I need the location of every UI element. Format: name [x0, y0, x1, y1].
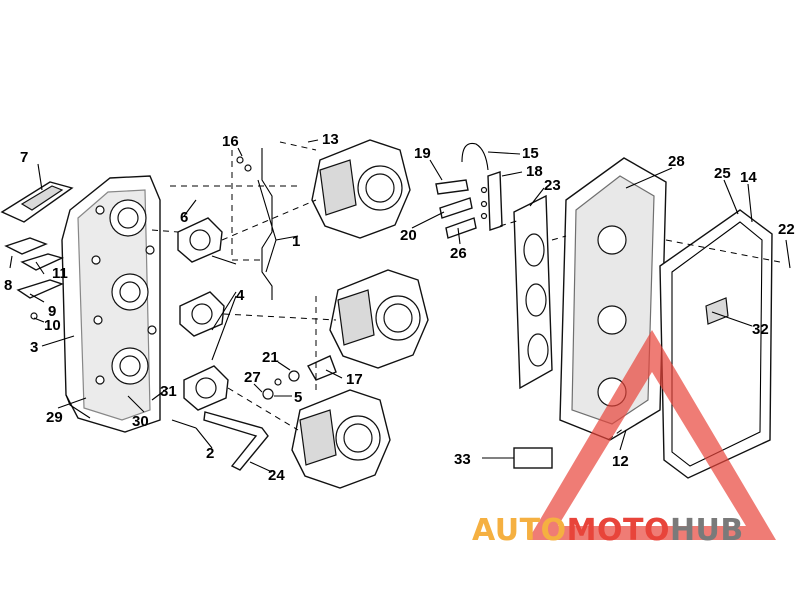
callout-28: 28: [668, 153, 685, 170]
alignment-lines: [151, 141, 781, 441]
callout-24: 24: [268, 467, 285, 484]
callout-25: 25: [714, 165, 731, 182]
callout-1: 1: [292, 233, 300, 250]
watermark-auto: AUTO: [472, 513, 567, 548]
watermark-moto: MOTO: [567, 513, 670, 548]
watermark-triangle-icon: [528, 330, 776, 540]
air-silencer-cover: [659, 209, 773, 479]
carburetor-bottom: [291, 389, 391, 489]
carburetor-gaskets: [177, 217, 229, 411]
callout-23: 23: [544, 177, 561, 194]
decal-plate: [513, 447, 553, 469]
callout-32: 32: [752, 321, 769, 338]
watermark-hub: HUB: [670, 513, 744, 548]
callout-13: 13: [322, 131, 339, 148]
carburetor-top: [311, 139, 411, 239]
callout-16: 16: [222, 133, 239, 150]
callout-8: 8: [4, 277, 12, 294]
callout-31: 31: [160, 383, 177, 400]
callout-26: 26: [450, 245, 467, 262]
callout-21: 21: [262, 349, 279, 366]
callout-17: 17: [346, 371, 363, 388]
callout-22: 22: [778, 221, 795, 238]
callout-14: 14: [740, 169, 757, 186]
watermark-text: AUTOMOTOHUB: [472, 513, 744, 548]
callout-11: 11: [52, 265, 68, 282]
callout-10: 10: [44, 317, 61, 334]
intake-manifold-drawing: [61, 175, 161, 433]
callout-20: 20: [400, 227, 417, 244]
callout-29: 29: [46, 409, 63, 426]
leader-lines: [9, 139, 791, 473]
carburetor-middle: [329, 269, 429, 369]
callout-3: 3: [30, 339, 38, 356]
callout-18: 18: [526, 163, 543, 180]
callout-6: 6: [180, 209, 188, 226]
throttle-linkage: [236, 148, 273, 300]
callout-7: 7: [20, 149, 28, 166]
hose-parts: [435, 142, 503, 239]
linkage-small-parts: [262, 355, 337, 400]
callout-2: 2: [206, 445, 214, 462]
callout-12: 12: [612, 453, 629, 470]
callout-4: 4: [236, 287, 245, 304]
automotohub-watermark: AUTOMOTOHUB: [472, 330, 776, 548]
callout-15: 15: [522, 145, 539, 162]
airbox-gasket: [513, 194, 553, 390]
callout-30: 30: [132, 413, 149, 430]
callout-33: 33: [454, 451, 471, 468]
fuel-hose: [171, 411, 269, 471]
callout-labels: 1 2 3 4 5 6 7 8 9 10 11 12 13 14 15 16 1…: [4, 131, 795, 484]
callout-27: 27: [244, 369, 261, 386]
callout-19: 19: [414, 145, 431, 162]
callout-5: 5: [294, 389, 302, 406]
reed-block-parts: [0, 181, 74, 320]
callout-9: 9: [48, 303, 56, 320]
